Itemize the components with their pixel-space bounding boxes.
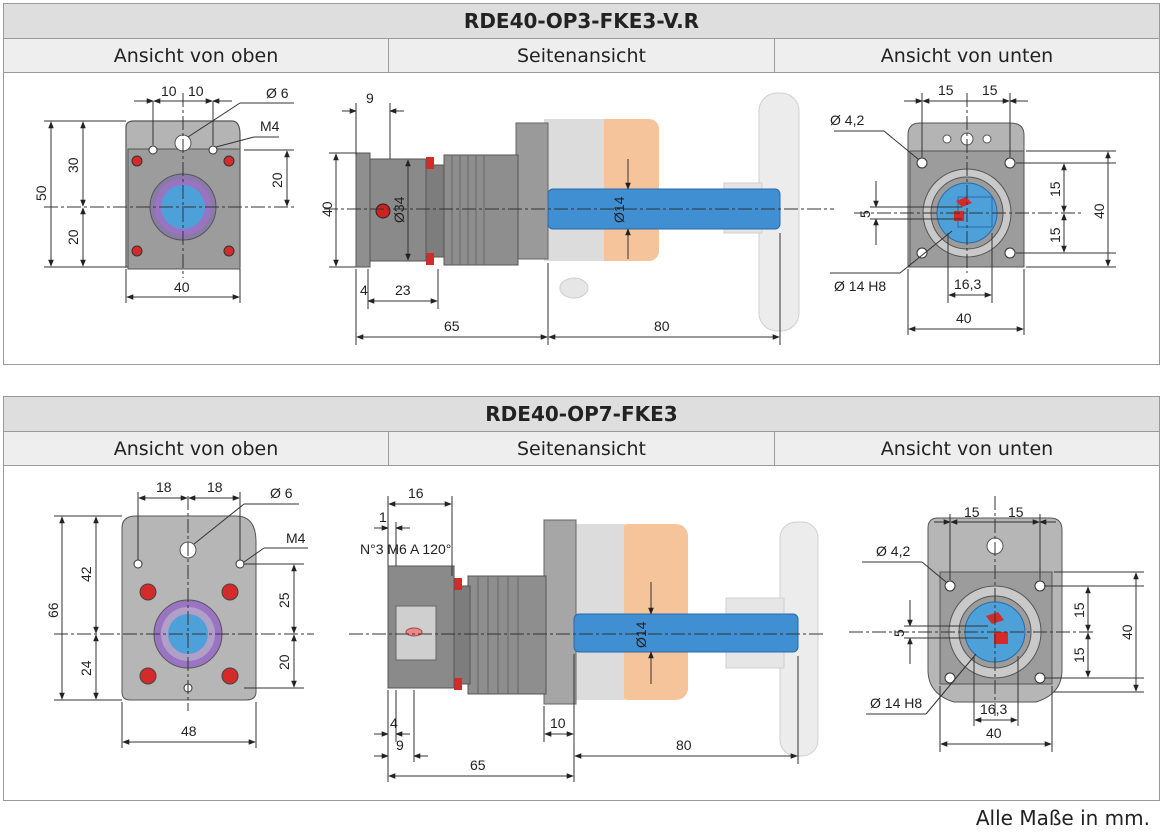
dim-15-lower: 15	[1047, 227, 1063, 243]
dim-d14: Ø14	[633, 621, 649, 648]
dim-80: 80	[654, 318, 670, 334]
dim-15-upper: 15	[1047, 181, 1063, 197]
dim-23: 23	[395, 282, 411, 298]
heading-bottom-view: Ansicht von unten	[774, 432, 1159, 465]
orange-housing	[616, 524, 688, 700]
dim-width-40: 40	[986, 725, 1002, 741]
dim-d14: Ø14	[611, 196, 627, 223]
drawing-area: 10 10 Ø 6 M4 50 30 20 20 40	[4, 73, 1159, 365]
technical-drawing-op3: 10 10 Ø 6 M4 50 30 20 20 40	[33, 82, 1116, 345]
dim-height-40: 40	[1091, 203, 1107, 219]
dim-height-up: 30	[65, 157, 81, 173]
dim-height-down: 24	[78, 660, 94, 676]
label-hole-d42: Ø 4,2	[830, 112, 864, 128]
dim-bottom-right: 15	[1008, 504, 1024, 520]
label-hole-d6: Ø 6	[266, 85, 289, 101]
bottom-view-op7: 15 15 Ø 4,2 5 15 15 40 Ø 14 H8 16,3 40	[849, 496, 1144, 752]
label-thread-m4: M4	[286, 530, 306, 546]
dim-height-right: 20	[269, 172, 285, 188]
top-view-op3: 10 10 Ø 6 M4 50 30 20 20 40	[33, 83, 294, 303]
dim-top-right: 10	[188, 83, 204, 99]
dim-bottom-left: 15	[964, 504, 980, 520]
label-hole-d6: Ø 6	[270, 485, 293, 501]
dim-4: 4	[360, 282, 368, 298]
dim-16-3: 16,3	[954, 276, 981, 292]
screw-red	[131, 155, 143, 167]
dim-65: 65	[470, 757, 486, 773]
dim-height-40: 40	[1119, 624, 1135, 640]
dim-4: 4	[390, 715, 398, 731]
view-headings: Ansicht von oben Seitenansicht Ansicht v…	[4, 432, 1159, 466]
dim-1: 1	[379, 509, 387, 525]
units-footnote: Alle Maße in mm.	[975, 806, 1150, 830]
panel-title: RDE40-OP7-FKE3	[4, 397, 1159, 432]
dim-5: 5	[857, 210, 873, 218]
panel-op3: RDE40-OP3-FKE3-V.R Ansicht von oben Seit…	[3, 3, 1160, 365]
dim-bottom-right: 15	[982, 82, 998, 98]
bottom-view-op3: 15 15 Ø 4,2 5 15 15 40 Ø 14 H8 16,3 40	[830, 82, 1116, 335]
dim-5: 5	[891, 629, 907, 637]
heading-top-view: Ansicht von oben	[4, 432, 388, 465]
dim-top-left: 18	[156, 479, 172, 495]
view-headings: Ansicht von oben Seitenansicht Ansicht v…	[4, 39, 1159, 73]
dim-height-total: 66	[45, 602, 61, 618]
dim-width: 40	[174, 279, 190, 295]
dim-80: 80	[676, 737, 692, 753]
dim-16: 16	[408, 485, 424, 501]
technical-drawing-op7: 18 18 Ø 6 M4 66 42 24 25 20 48	[45, 479, 1144, 782]
dim-d34: Ø34	[391, 196, 407, 223]
dim-width-40: 40	[956, 310, 972, 326]
dim-height-down: 20	[65, 229, 81, 245]
dim-15-upper: 15	[1071, 602, 1087, 618]
drawing-area: 18 18 Ø 6 M4 66 42 24 25 20 48	[4, 466, 1159, 801]
label-bore-h8: Ø 14 H8	[834, 278, 886, 294]
dim-bottom-left: 15	[938, 82, 954, 98]
heading-top-view: Ansicht von oben	[4, 39, 388, 72]
dim-height-r1: 25	[276, 592, 292, 608]
dim-16-3: 16,3	[980, 701, 1007, 717]
dim-top-left: 10	[161, 83, 177, 99]
label-hole-d42: Ø 4,2	[876, 543, 910, 559]
panel-op7: RDE40-OP7-FKE3 Ansicht von oben Seitenan…	[3, 396, 1160, 801]
side-view-op3: 9 40 Ø34 Ø14 4 23 65 80	[319, 90, 834, 345]
dim-height-r2: 20	[276, 654, 292, 670]
dim-width: 48	[181, 723, 197, 739]
dim-9: 9	[366, 90, 374, 106]
dim-10: 10	[550, 715, 566, 731]
dim-9: 9	[396, 737, 404, 753]
dim-40: 40	[319, 201, 335, 217]
side-view-op7: 16 1 N°3 M6 A 120° Ø14 4 9 10 80	[349, 485, 824, 782]
dim-65: 65	[444, 318, 460, 334]
dim-15-lower: 15	[1071, 647, 1087, 663]
dim-top-right: 18	[207, 479, 223, 495]
label-thread-note: N°3 M6 A 120°	[360, 541, 451, 557]
top-view-op7: 18 18 Ø 6 M4 66 42 24 25 20 48	[45, 479, 314, 748]
dim-height-up: 42	[78, 566, 94, 582]
label-bore-h8: Ø 14 H8	[870, 695, 922, 711]
label-thread-m4: M4	[260, 118, 280, 134]
panel-title: RDE40-OP3-FKE3-V.R	[4, 4, 1159, 39]
dim-height-total: 50	[33, 185, 49, 201]
heading-bottom-view: Ansicht von unten	[774, 39, 1159, 72]
heading-side-view: Seitenansicht	[388, 432, 774, 465]
heading-side-view: Seitenansicht	[388, 39, 774, 72]
